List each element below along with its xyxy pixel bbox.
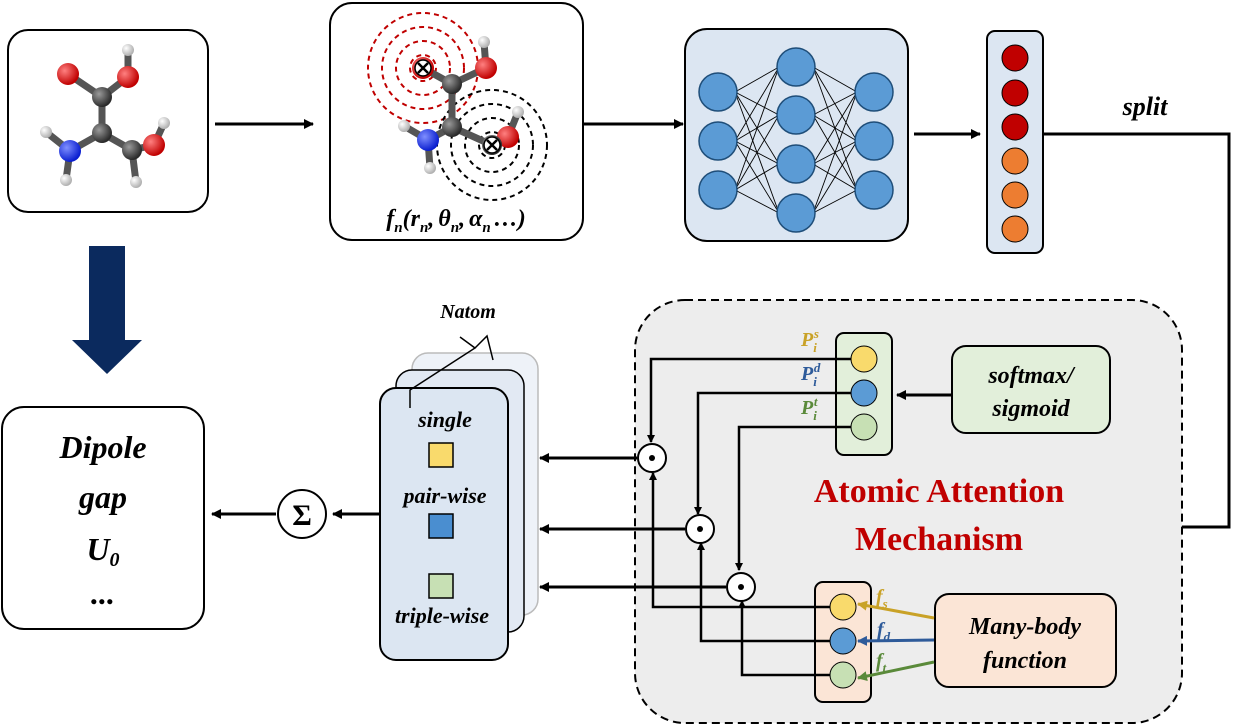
nn-node [854,121,894,161]
nn-node [854,170,894,210]
prob-node-pair [850,379,878,407]
output-dipole: Dipole [58,429,146,465]
prob-node-triple [850,413,878,441]
nn-node [698,72,738,112]
vector-node [1001,44,1029,72]
many-body-line2: function [983,648,1067,674]
p-label: Pit [800,394,818,423]
natom-pointer [409,336,477,408]
nn-node [776,144,816,184]
nn-edge [734,66,780,142]
nn-edge [812,91,858,165]
pair-square [428,513,454,539]
single-square [428,442,454,468]
output-gap: gap [78,479,127,515]
nn-edge [812,66,858,93]
softmax-box: softmax/ sigmoid [951,345,1111,434]
neural-network-icon [684,28,909,242]
triple-square [428,573,454,599]
nn-edge [734,163,780,191]
nn-node [698,121,738,161]
output-vector [986,30,1044,254]
nn-edge [734,114,780,191]
nn-node [776,193,816,233]
nn-edge [734,189,780,214]
output-more: ... [91,575,115,611]
f-node-triple [829,661,857,689]
nn-edge [812,91,858,116]
vector-node [1001,215,1029,243]
odot-icon [685,514,715,544]
molecule-box [7,29,209,213]
natom-pointer [474,334,494,361]
f-label: fd [877,619,891,644]
nn-node [776,95,816,135]
p-label: Pid [800,360,821,389]
nn-edge [812,91,858,214]
center-cross-icon [414,59,501,154]
attention-wiring [647,357,851,677]
probability-vector [835,332,893,456]
nn-edge [812,140,858,214]
nn-edge [734,66,780,93]
molecule-icon [40,44,170,188]
nn-node [698,170,738,210]
many-body-box: Many-body function [934,593,1117,688]
stack-label-single: single [417,407,472,432]
natom-label: Natom [439,301,496,323]
nn-node [854,72,894,112]
function-arrows [857,600,935,682]
vector-node [1001,113,1029,141]
nn-node [776,47,816,87]
function-vector [814,581,872,703]
split-connector [1043,132,1231,529]
f-node-single [829,593,857,621]
odot-icon [637,443,667,473]
attention-title-line1: Atomic Attention [814,473,1064,510]
output-u0: U0 [86,531,119,571]
many-body-line1: Many-body [968,614,1081,640]
molecule-icon [398,36,524,174]
f-label: ft [876,650,887,675]
vector-node [1001,147,1029,175]
down-arrow-icon [72,246,142,374]
vector-node [1001,79,1029,107]
softmax-line1: softmax/ [987,363,1076,389]
vector-node [1001,181,1029,209]
stack-label-triple: triple-wise [395,603,489,628]
output-properties-box: Dipole gap U0 ... [1,406,205,630]
p-label: Pis [800,326,819,355]
split-label: split [1122,92,1169,121]
prob-node-single [850,345,878,373]
nn-edge [812,189,858,214]
f-node-pair [829,627,857,655]
attention-title-line2: Mechanism [855,521,1023,558]
function-labels: fs fd ft [876,586,891,675]
stack-label-pair: pair-wise [401,483,486,508]
f-label: fs [876,586,888,611]
softmax-line2: sigmoid [991,396,1070,422]
odot-icon [726,572,756,602]
nn-edge [734,66,780,191]
sum-icon: Σ [277,489,327,539]
svg-text:Σ: Σ [292,499,312,532]
descriptor-box: fn(rn,θn,αn…) [329,2,584,241]
descriptor-formula: fn(rn,θn,αn…) [386,206,525,236]
natom-stack: Natom single pair-wise triple-wise [379,301,539,661]
